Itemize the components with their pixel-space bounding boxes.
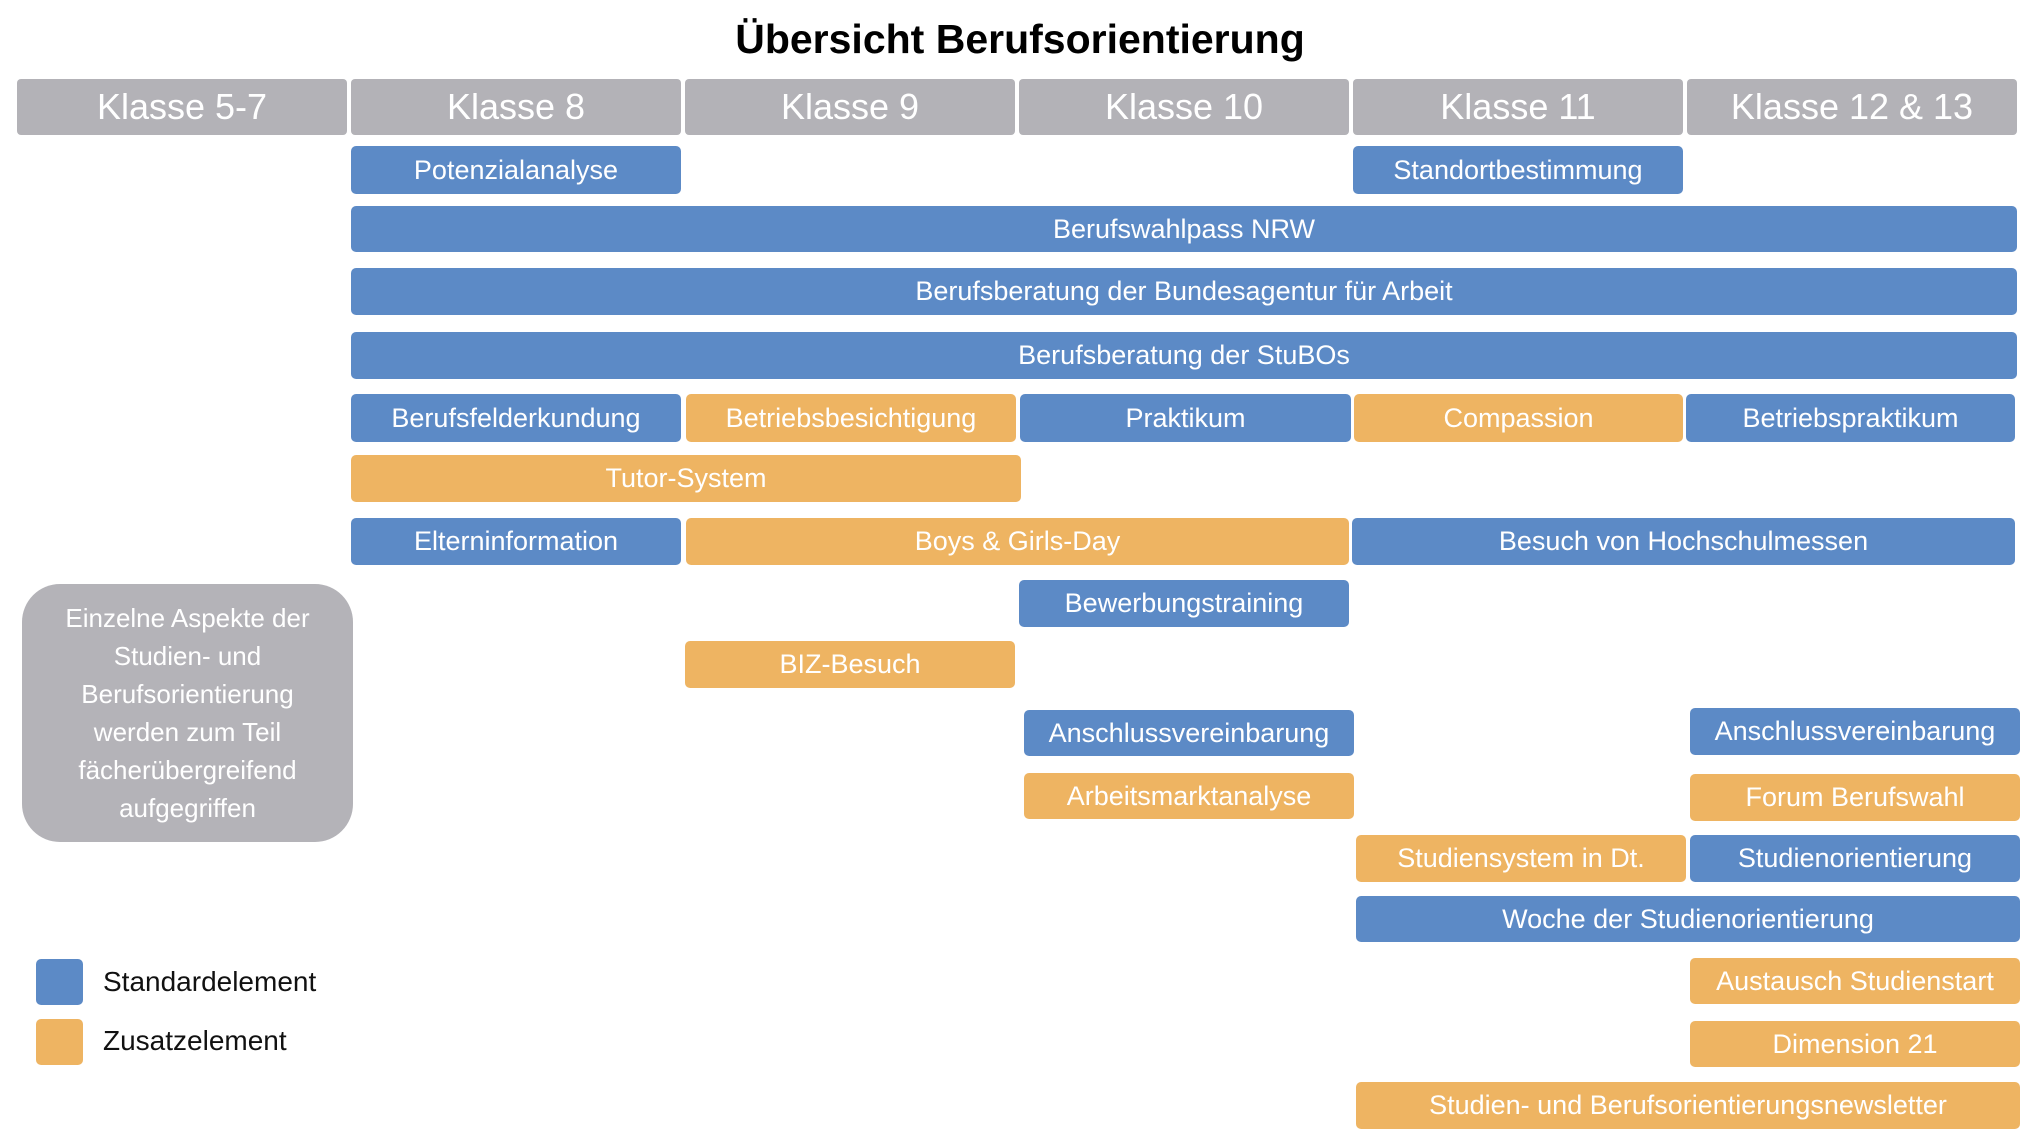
note-line: werden zum Teil <box>93 717 282 747</box>
bar-forum-berufswahl: Forum Berufswahl <box>1690 774 2020 821</box>
bar-woche-der-studienorientierung: Woche der Studienorientierung <box>1356 896 2020 942</box>
bar-besuch-hochschulmessen: Besuch von Hochschulmessen <box>1352 518 2015 565</box>
bar-betriebsbesichtigung: Betriebsbesichtigung <box>686 394 1016 442</box>
bar-austausch-studienstart: Austausch Studienstart <box>1690 958 2020 1004</box>
bar-compassion: Compassion <box>1354 394 1683 442</box>
bar-anschlussvereinbarung-klasse-12-13: Anschlussvereinbarung <box>1690 708 2020 755</box>
note-line: fächerübergreifend <box>78 755 297 785</box>
bar-bewerbungstraining: Bewerbungstraining <box>1019 580 1349 627</box>
bar-standortbestimmung: Standortbestimmung <box>1353 146 1683 194</box>
legend-label-zusatz: Zusatzelement <box>103 1025 287 1056</box>
bar-arbeitsmarktanalyse: Arbeitsmarktanalyse <box>1024 773 1354 819</box>
page-title: Übersicht Berufsorientierung <box>735 16 1305 62</box>
bar-berufswahlpass-nrw: Berufswahlpass NRW <box>351 206 2017 252</box>
column-header-klasse-8: Klasse 8 <box>351 79 681 135</box>
bar-boys-girls-day: Boys & Girls-Day <box>686 518 1349 565</box>
bar-elterninformation: Elterninformation <box>351 518 681 565</box>
legend-swatch-standard <box>36 959 83 1005</box>
bar-dimension-21: Dimension 21 <box>1690 1021 2020 1067</box>
column-header-klasse-5-7: Klasse 5-7 <box>17 79 347 135</box>
bar-berufsfelderkundung: Berufsfelderkundung <box>351 394 681 442</box>
note-line: Berufsorientierung <box>81 679 294 709</box>
bar-tutor-system: Tutor-System <box>351 455 1021 502</box>
note-line: Studien- und <box>113 641 262 671</box>
bar-anschlussvereinbarung-klasse-10: Anschlussvereinbarung <box>1024 710 1354 756</box>
legend-label-standard: Standardelement <box>103 966 317 997</box>
column-header-klasse-12-13: Klasse 12 & 13 <box>1687 79 2017 135</box>
column-header-klasse-11: Klasse 11 <box>1353 79 1683 135</box>
bar-berufsberatung-bundesagentur: Berufsberatung der Bundesagentur für Arb… <box>351 268 2017 315</box>
note-line: aufgegriffen <box>119 793 256 823</box>
bar-berufsberatung-stubos: Berufsberatung der StuBOs <box>351 332 2017 379</box>
bar-studiensystem-in-dt: Studiensystem in Dt. <box>1356 835 1686 882</box>
bar-studienorientierung: Studienorientierung <box>1690 835 2020 882</box>
cross-curricular-note: Einzelne Aspekte der Studien- und Berufs… <box>22 584 353 842</box>
legend-swatch-zusatz <box>36 1019 83 1065</box>
column-header-klasse-10: Klasse 10 <box>1019 79 1349 135</box>
bar-praktikum: Praktikum <box>1020 394 1351 442</box>
column-header-klasse-9: Klasse 9 <box>685 79 1015 135</box>
bar-studien-und-berufsorientierungsnewsletter: Studien- und Berufsorientierungsnewslett… <box>1356 1082 2020 1129</box>
bar-potenzialanalyse: Potenzialanalyse <box>351 146 681 194</box>
bar-biz-besuch: BIZ-Besuch <box>685 641 1015 688</box>
bar-betriebspraktikum: Betriebspraktikum <box>1686 394 2015 442</box>
note-line: Einzelne Aspekte der <box>65 603 310 633</box>
